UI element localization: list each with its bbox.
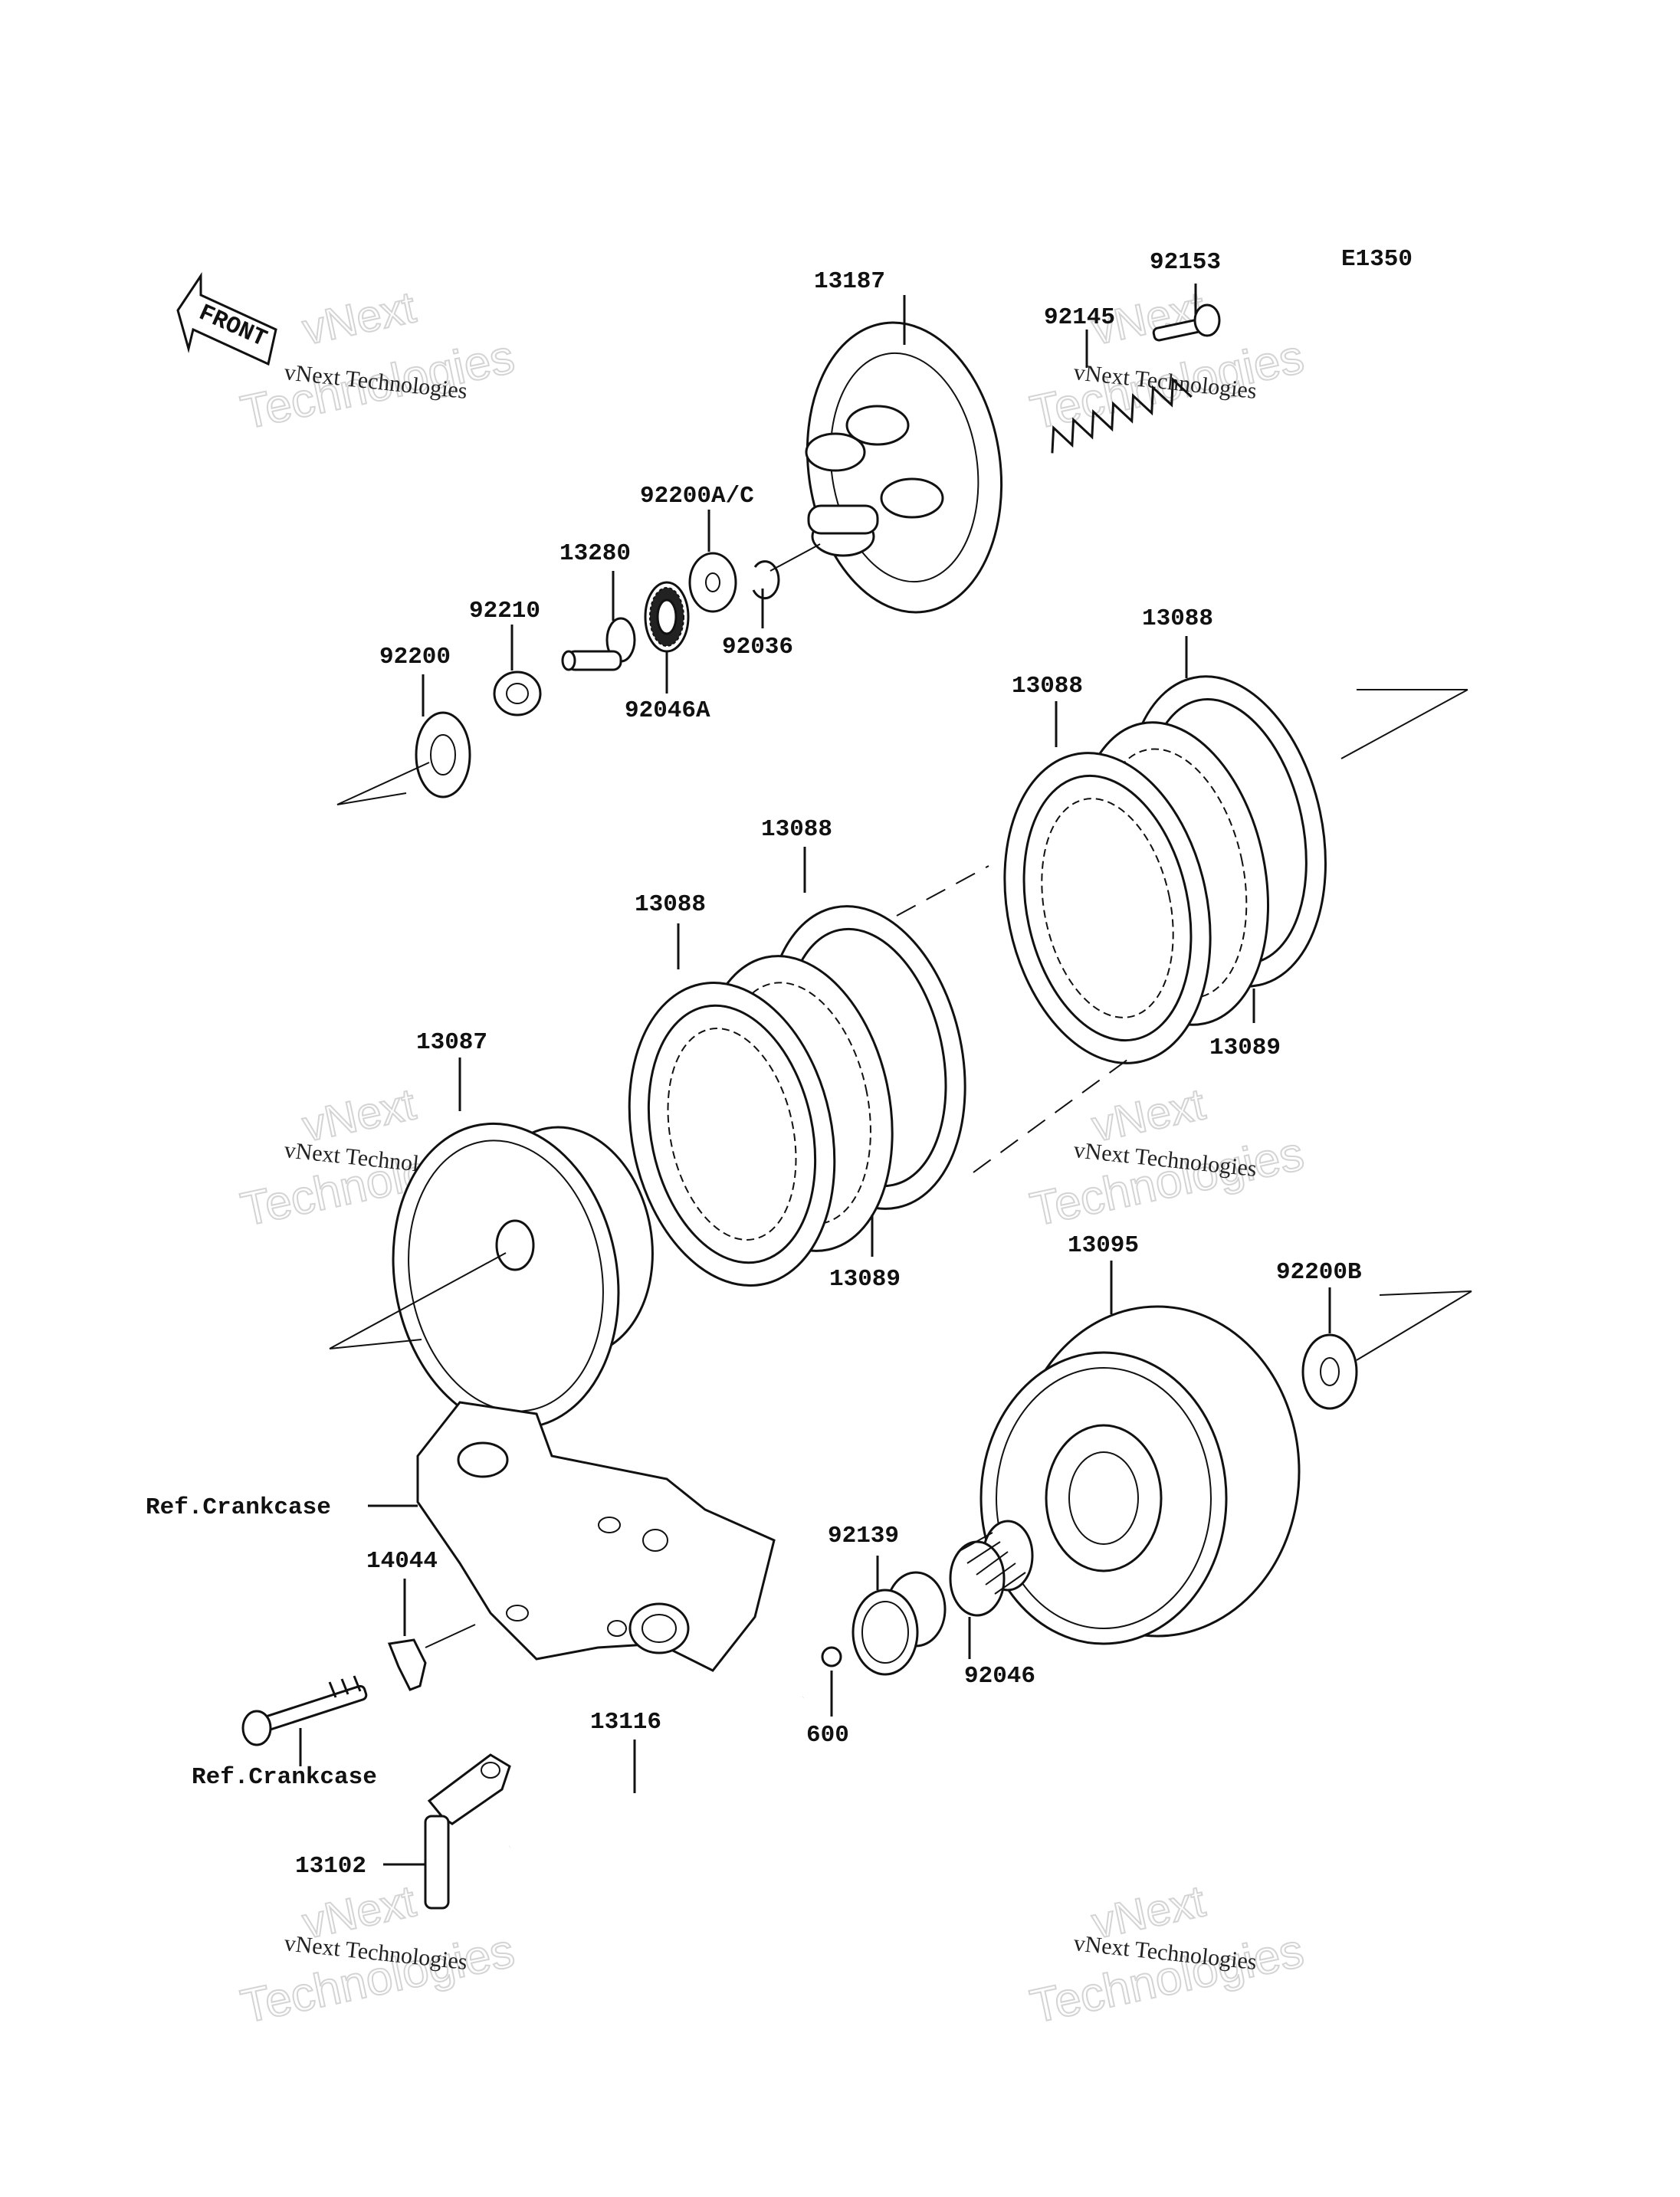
part-label-600: 600 (806, 1722, 849, 1749)
crankcase-section: Ref.Crankcase (146, 1401, 776, 1672)
ref-label-crankcase-a: Ref.Crankcase (146, 1494, 331, 1521)
clutch-housing-13095: 13095 (979, 1232, 1301, 1645)
axis-line (329, 1339, 422, 1349)
diagram-code: E1350 (1341, 246, 1413, 273)
guide-14044: 14044 (366, 1548, 476, 1691)
part-label-92145: 92145 (1044, 304, 1115, 331)
sleeve-92139: 92139 (828, 1523, 947, 1676)
front-arrow-icon: FRONT (176, 272, 277, 366)
friction-plate-13088-upper-right-front: 13088 (1003, 673, 1212, 1064)
washer-92200ac: 92200A/C (640, 483, 754, 613)
part-label-92210: 92210 (469, 598, 540, 625)
lock-washer-92200: 92200 (379, 644, 471, 798)
part-label-92046a: 92046A (625, 697, 710, 724)
axis-line (1340, 689, 1468, 759)
part-label-13095: 13095 (1068, 1232, 1139, 1259)
part-label-13088-d: 13088 (1142, 605, 1213, 632)
part-label-13089-b: 13089 (1209, 1035, 1281, 1061)
axis-line (1379, 1290, 1472, 1296)
axis-line (896, 865, 989, 917)
part-label-13087: 13087 (416, 1029, 487, 1056)
axis-line (329, 1252, 507, 1349)
part-label-92200b: 92200B (1276, 1259, 1362, 1286)
thrust-bearing-92046a: 92046A (625, 581, 710, 724)
washer-92200b: 92200B (1276, 1259, 1362, 1410)
part-label-92200ac: 92200A/C (640, 483, 754, 510)
axis-line (1356, 1290, 1472, 1361)
needle-bearing-92046: 92046 (949, 1520, 1035, 1690)
ref-label-crankcase-b: Ref.Crankcase (192, 1764, 377, 1791)
svg-text:Technologies: Technologies (1026, 1127, 1308, 1237)
part-label-13102: 13102 (295, 1853, 366, 1880)
part-label-13088-c: 13088 (1012, 673, 1083, 700)
nut-92210: 92210 (469, 598, 542, 716)
part-label-13088-a: 13088 (635, 891, 706, 918)
push-rod-13116: 13116 (507, 1694, 806, 1851)
part-label-92153: 92153 (1150, 249, 1221, 276)
circlip-92036: 92036 (722, 560, 793, 661)
part-label-14044: 14044 (366, 1548, 438, 1575)
part-label-13187: 13187 (814, 268, 885, 295)
watermark-top-left: vNext Technologies vNext Technologies (236, 281, 520, 440)
part-label-92200: 92200 (379, 644, 451, 671)
pressure-plate-13187: 13187 (805, 268, 1003, 614)
part-label-92036: 92036 (722, 634, 793, 661)
part-label-13280: 13280 (559, 540, 631, 567)
part-label-92139: 92139 (828, 1523, 899, 1549)
axis-line (336, 762, 430, 805)
friction-plate-13088-middle-front: 13088 (628, 891, 836, 1287)
part-label-13089-a: 13089 (829, 1266, 901, 1293)
spring-92145: 92145 (1044, 304, 1193, 454)
bolt-92153: 92153 (1150, 249, 1221, 342)
part-label-13088-b: 13088 (761, 816, 832, 843)
part-label-92046: 92046 (964, 1663, 1035, 1690)
watermark-bottom-left: vNext Technologies vNext Technologies (236, 1875, 520, 2034)
axis-line (336, 792, 407, 805)
part-label-13116: 13116 (590, 1709, 661, 1736)
steel-ball-600: 600 (806, 1646, 849, 1749)
watermark-bottom-right: vNext Technologies vNext Technologies (1025, 1875, 1309, 2034)
axis-line (769, 543, 821, 572)
clutch-hub-13087: 13087 (392, 1029, 654, 1430)
pusher-13280: 13280 (559, 540, 636, 671)
svg-text:vNext: vNext (298, 282, 420, 354)
bolt-ref-crankcase: Ref.Crankcase (192, 1675, 377, 1791)
release-lever-13102: 13102 (295, 1753, 511, 1910)
